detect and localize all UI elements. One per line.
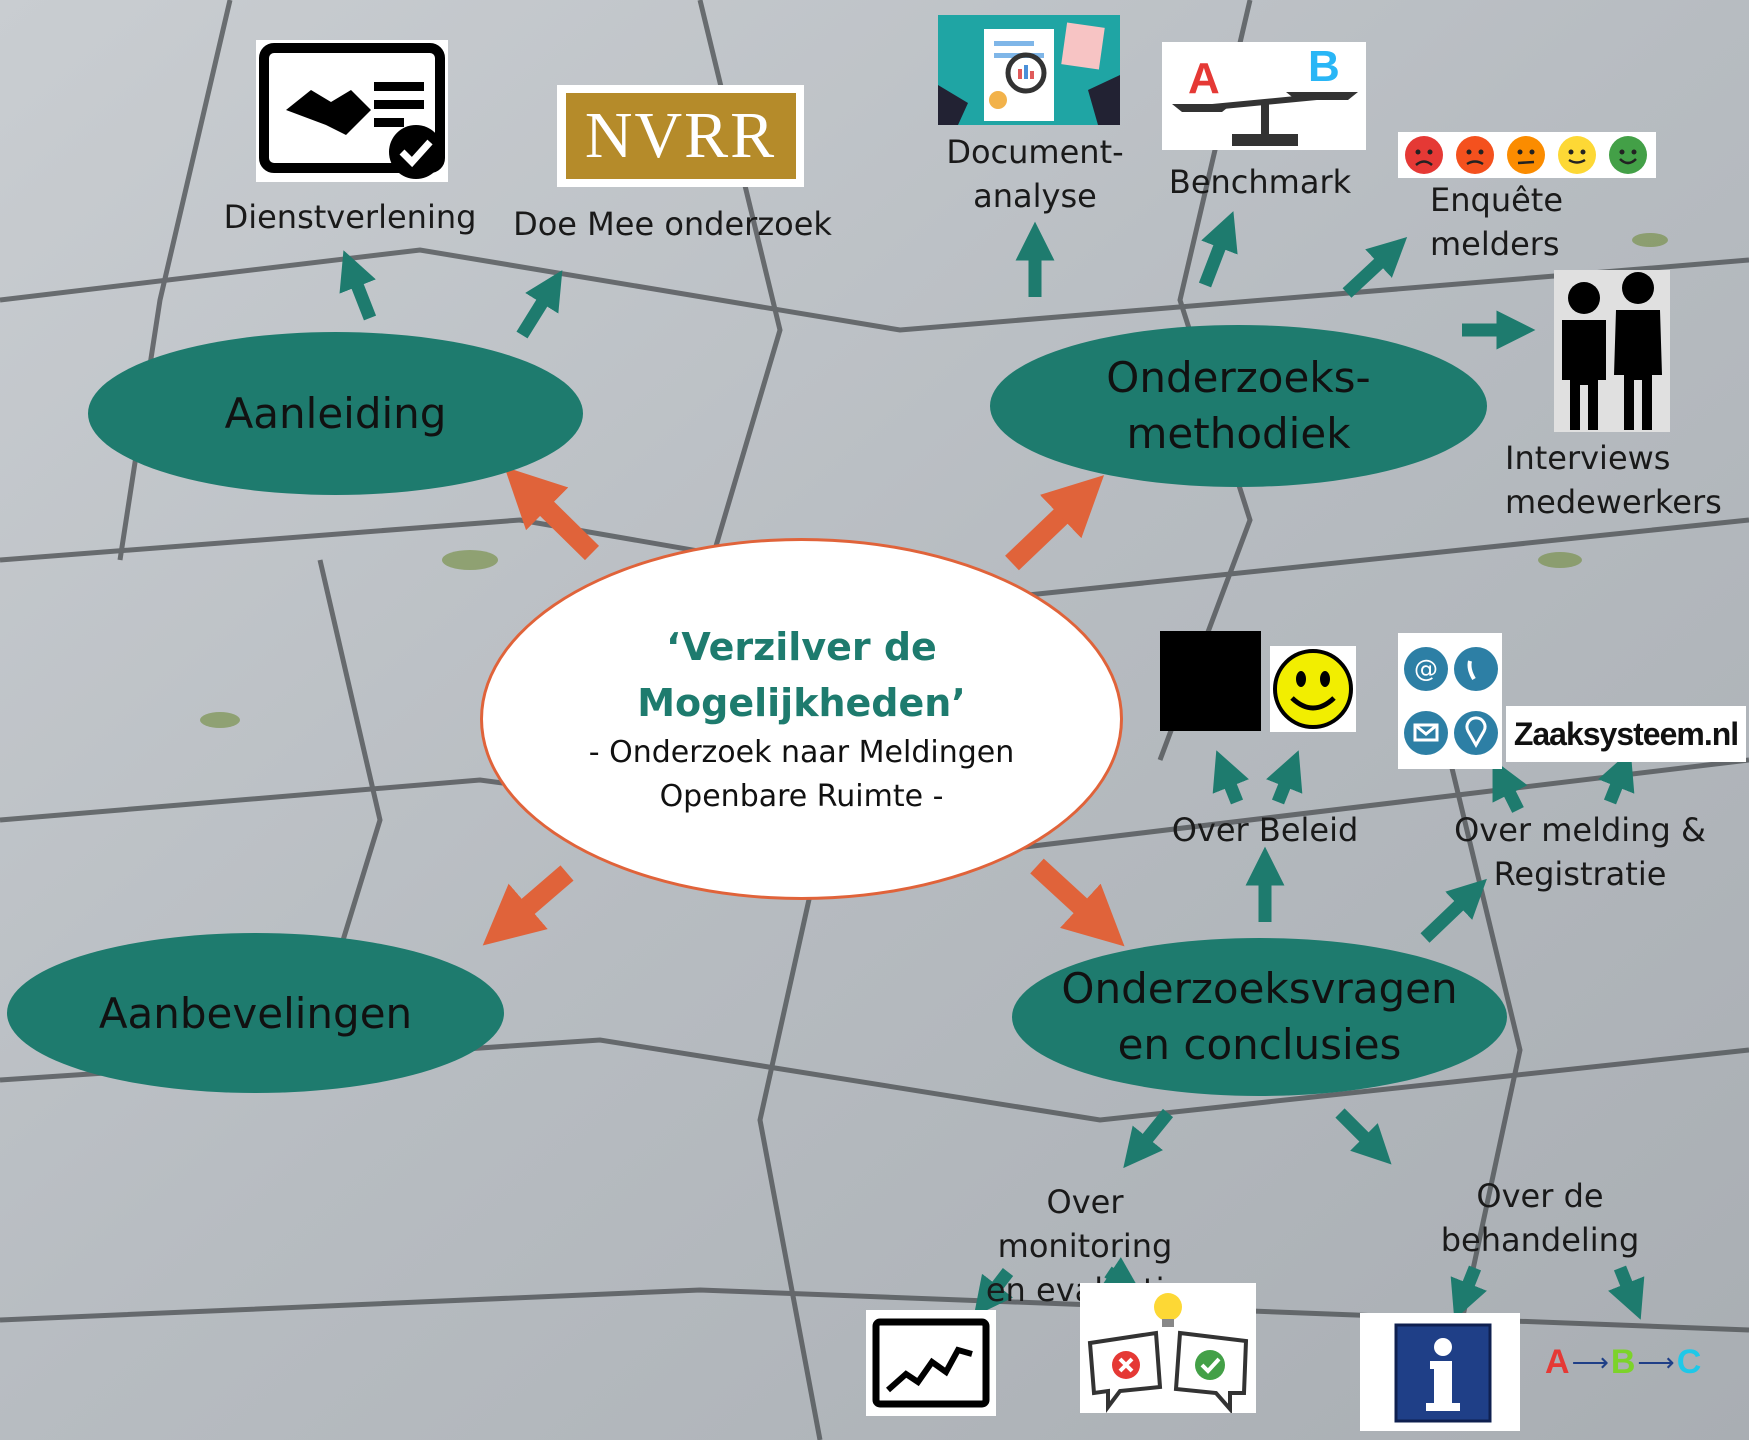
node-vragen-line2: en conclusies — [1117, 1020, 1402, 1069]
label-over-monitoring-line1: Over monitoring — [997, 1183, 1173, 1265]
node-methodiek-line1: Onderzoeks- — [1106, 353, 1371, 402]
arrow-behandeling-to-abc — [1608, 1265, 1645, 1320]
label-over-melding-line2: Registratie — [1493, 855, 1667, 893]
label-interviews-line1: Interviews — [1505, 439, 1671, 477]
arrow-dienstverlening — [339, 250, 377, 321]
label-documentanalyse: Document- analyse — [925, 130, 1145, 218]
label-over-behandeling: Over de behandeling — [1430, 1174, 1650, 1262]
document-analysis-icon — [938, 15, 1120, 125]
label-over-melding: Over melding & Registratie — [1440, 808, 1720, 896]
abc-arrow-1: ⟶ — [1571, 1346, 1609, 1377]
label-over-behandeling-line2: behandeling — [1440, 1221, 1640, 1259]
arrow-to-vragen — [1030, 858, 1125, 947]
arrow-monitoring-to-feedback — [1099, 1257, 1143, 1295]
scale-label-a: A — [1188, 54, 1220, 103]
label-over-beleid-text: Over Beleid — [1171, 811, 1359, 849]
center-title-line1: ‘Verzilver de — [666, 625, 937, 669]
label-benchmark-text: Benchmark — [1168, 163, 1352, 201]
zaaksysteem-logo-text: Zaaksysteem.nl — [1513, 715, 1739, 752]
arrow-doe-mee — [516, 270, 563, 339]
arrow-beleid-to-square — [1212, 750, 1249, 805]
label-doe-mee: Doe Mee onderzoek — [500, 202, 845, 246]
node-aanleiding: Aanleiding — [88, 332, 583, 495]
handshake-certificate-icon — [256, 40, 448, 182]
feedback-bubbles-icon — [1080, 1283, 1256, 1413]
abc-arrow-2: ⟶ — [1637, 1346, 1675, 1377]
label-over-beleid: Over Beleid — [1160, 808, 1370, 852]
arrow-over-melding — [1420, 878, 1487, 943]
label-dienstverlening: Dienstverlening — [205, 195, 495, 239]
svg-text:@: @ — [1414, 655, 1438, 683]
node-methodiek-line2: methodiek — [1126, 409, 1351, 458]
zaaksysteem-logo: Zaaksysteem.nl — [1506, 706, 1746, 762]
arrow-melding-to-zaaksysteem — [1598, 750, 1635, 805]
center-subtitle-line1: - Onderzoek naar Meldingen — [588, 735, 1015, 770]
label-dienstverlening-text: Dienstverlening — [223, 198, 477, 236]
label-interviews: Interviews medewerkers — [1505, 436, 1731, 524]
abc-letter-b: B — [1610, 1342, 1636, 1381]
center-subtitle-line2: Openbare Ruimte - — [659, 779, 944, 814]
label-document-line1: Document- — [946, 133, 1124, 171]
label-benchmark: Benchmark — [1155, 160, 1365, 204]
abc-sequence-icon: A ⟶ B ⟶ C — [1545, 1340, 1735, 1384]
contact-channels-icon: @ — [1398, 633, 1502, 769]
label-enquete: Enquête melders — [1430, 178, 1605, 266]
label-enquete-line1: Enquête — [1430, 181, 1564, 219]
smiley-icon — [1270, 646, 1356, 732]
label-over-behandeling-line1: Over de — [1476, 1177, 1604, 1215]
black-square-icon — [1160, 631, 1261, 731]
center-title-line2: Mogelijkheden’ — [637, 681, 966, 725]
label-interviews-line2: medewerkers — [1505, 483, 1722, 521]
arrow-to-aanbevelingen — [482, 865, 574, 946]
arrow-behandeling — [1335, 1108, 1392, 1165]
node-onderzoeksvragen: Onderzoeksvragen en conclusies — [1012, 938, 1507, 1096]
node-aanleiding-label: Aanleiding — [224, 389, 447, 438]
label-document-line2: analyse — [973, 177, 1097, 215]
center-topic: ‘Verzilver de Mogelijkheden’ - Onderzoek… — [480, 538, 1123, 900]
nvrr-logo: NVRR — [557, 85, 804, 187]
abc-letter-a: A — [1545, 1342, 1570, 1381]
smiley-rating-icon — [1398, 132, 1656, 178]
scale-icon: A B — [1162, 42, 1366, 150]
label-enquete-line2: melders — [1430, 225, 1560, 263]
arrow-to-aanleiding — [504, 466, 600, 561]
label-over-melding-line1: Over melding & — [1454, 811, 1706, 849]
node-vragen-line1: Onderzoeksvragen — [1061, 964, 1458, 1013]
arrow-beleid-to-smiley — [1266, 750, 1303, 805]
arrow-melding-to-contact — [1492, 759, 1528, 813]
info-sign-icon — [1360, 1313, 1520, 1431]
nvrr-logo-text: NVRR — [584, 99, 777, 172]
node-aanbevelingen: Aanbevelingen — [7, 933, 504, 1093]
abc-letter-c: C — [1676, 1342, 1702, 1381]
scale-label-b: B — [1308, 42, 1340, 91]
node-aanbevelingen-label: Aanbevelingen — [98, 988, 413, 1038]
people-icon — [1554, 270, 1670, 432]
arrow-behandeling-to-info — [1450, 1265, 1487, 1320]
arrow-enquete — [1342, 237, 1408, 298]
arrow-monitoring — [1123, 1108, 1174, 1169]
chart-monitor-icon — [866, 1310, 996, 1416]
arrow-to-methodiek — [1005, 475, 1105, 571]
arrow-benchmark — [1198, 211, 1238, 288]
arrow-monitoring-to-chart — [973, 1268, 1014, 1317]
node-onderzoeksmethodiek: Onderzoeks- methodiek — [990, 325, 1487, 487]
label-doe-mee-text: Doe Mee onderzoek — [513, 205, 832, 243]
